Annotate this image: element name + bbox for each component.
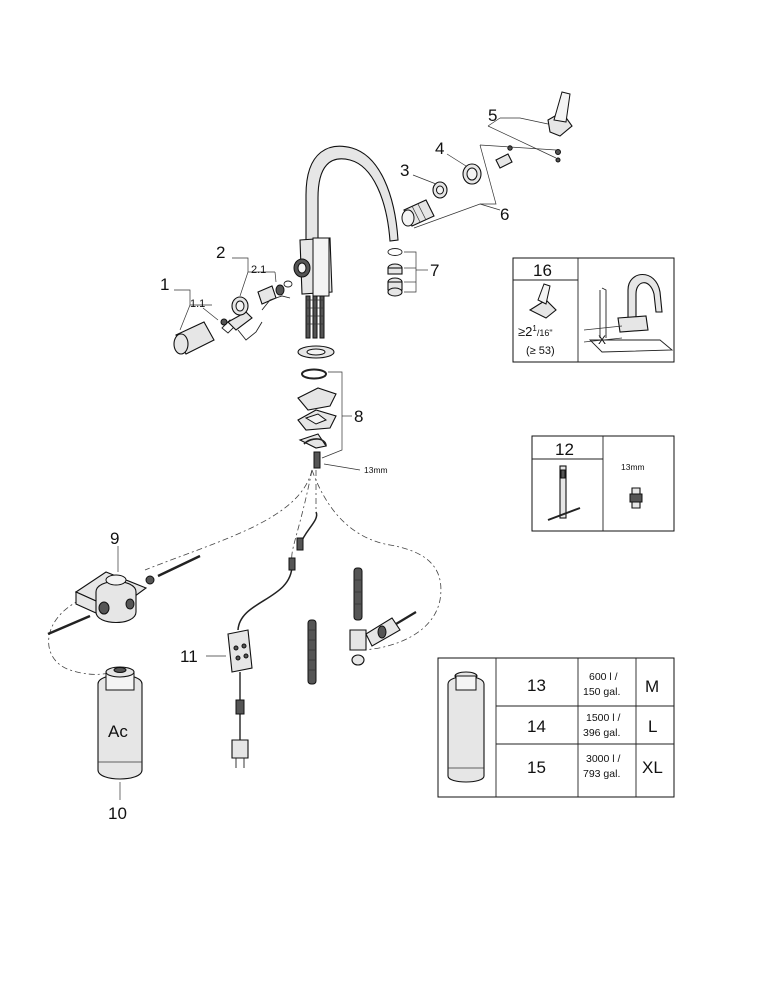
callout-8: 8 xyxy=(354,407,363,426)
box-16-metric: (≥ 53) xyxy=(526,345,555,357)
callout-1-leaders xyxy=(174,289,219,331)
box-16-number: 16 xyxy=(533,261,552,280)
part-3-ring xyxy=(432,181,448,199)
part-4-nut xyxy=(462,163,482,185)
callout-8-leaders xyxy=(321,371,361,471)
hoses xyxy=(48,469,442,685)
part-8-mounting-set xyxy=(297,345,337,469)
callout-7-leaders xyxy=(404,251,428,293)
row-15-capacity-line1: 3000 l / xyxy=(586,753,621,765)
callout-5: 5 xyxy=(488,106,497,125)
callout-10: 10 xyxy=(108,804,127,823)
box-16-x-label: X xyxy=(598,333,606,347)
part-7-aerator xyxy=(387,248,403,297)
callout-3: 3 xyxy=(400,161,409,180)
part-6-cartridge xyxy=(401,199,435,227)
box-12-size: 13mm xyxy=(621,462,645,472)
row-14-number: 14 xyxy=(527,717,546,736)
filter-row-13: 13 600 l / 150 gal. M xyxy=(527,671,659,698)
part-11-controller xyxy=(227,629,253,768)
row-15-size: XL xyxy=(642,758,663,777)
wrench-size-label: 13mm xyxy=(364,465,388,475)
callout-6: 6 xyxy=(500,205,509,224)
row-15-number: 15 xyxy=(527,758,546,777)
filter-table xyxy=(437,657,675,798)
callout-2: 2 xyxy=(216,243,225,262)
cartridge-label: Ac xyxy=(108,722,128,741)
part-9-filter-head xyxy=(47,554,201,636)
box-12-tool xyxy=(531,435,675,532)
callout-1-1: 1.1 xyxy=(190,298,205,310)
callout-2-1: 2.1 xyxy=(251,264,266,276)
faucet-body xyxy=(293,145,399,339)
part-10-filter-cartridge xyxy=(97,666,143,780)
part-5-lever xyxy=(495,91,573,169)
callout-9: 9 xyxy=(110,529,119,548)
row-13-size: M xyxy=(645,677,659,696)
part-2-cartridge xyxy=(231,280,293,316)
row-13-capacity-line1: 600 l / xyxy=(589,671,618,683)
callouts-3-6-leaders xyxy=(412,117,557,229)
filter-row-14: 14 1500 l / 396 gal. L xyxy=(527,712,657,739)
callout-11: 11 xyxy=(180,647,198,666)
box-16-clearance xyxy=(512,257,675,363)
part-1-handle xyxy=(173,311,263,355)
box-12-number: 12 xyxy=(555,440,574,459)
row-14-capacity-line1: 1500 l / xyxy=(586,712,621,724)
row-13-number: 13 xyxy=(527,676,546,695)
row-13-capacity-line2: 150 gal. xyxy=(583,686,620,698)
row-14-capacity-line2: 396 gal. xyxy=(583,727,620,739)
box-16-dimension: ≥21/16" xyxy=(518,324,553,339)
callout-2-leaders xyxy=(232,257,277,297)
filter-row-15: 15 3000 l / 793 gal. XL xyxy=(527,753,663,780)
callout-1: 1 xyxy=(160,275,169,294)
row-15-capacity-line2: 793 gal. xyxy=(583,768,620,780)
callout-7: 7 xyxy=(430,261,439,280)
row-14-size: L xyxy=(648,717,657,736)
callout-4: 4 xyxy=(435,139,444,158)
